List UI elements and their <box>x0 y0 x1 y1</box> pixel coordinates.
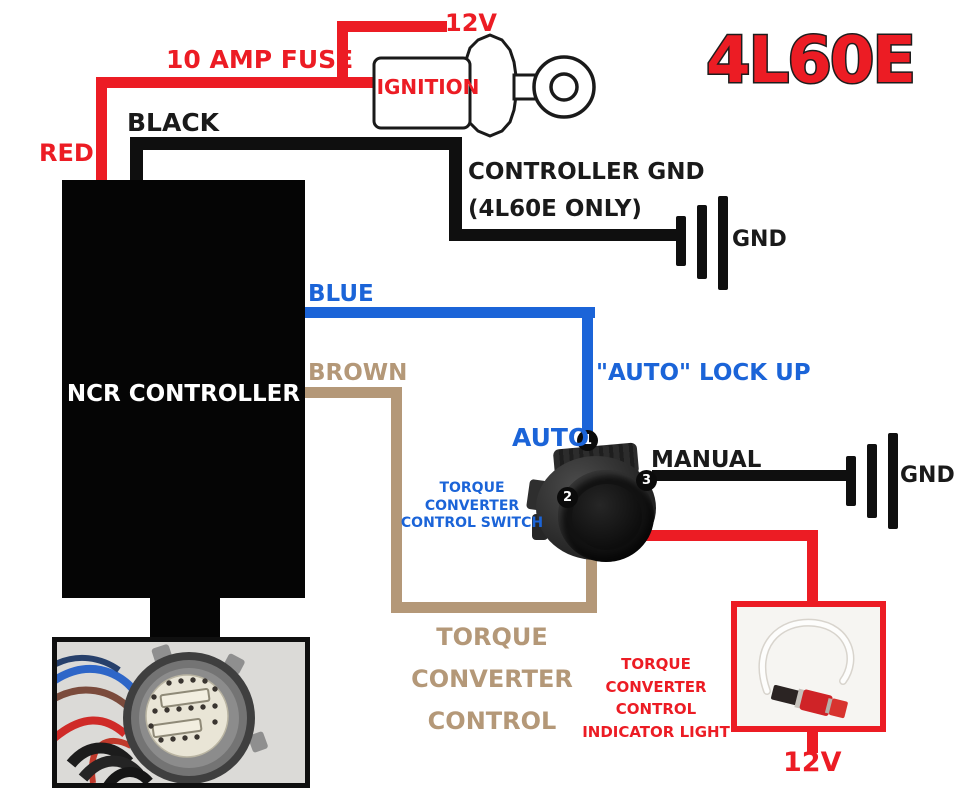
red-wire-indicator-to-12v <box>807 730 818 753</box>
terminal-3-badge: 3 <box>636 470 657 491</box>
label-blue-wire: BLUE <box>308 281 374 307</box>
label-tcc-line2: CONTROL <box>427 707 557 735</box>
indicator-light-illustration <box>758 618 855 719</box>
label-auto: AUTO <box>512 423 590 452</box>
label-switch-line2: CONTROL SWITCH <box>400 515 544 531</box>
label-auto-lockup: "AUTO" LOCK UP <box>596 360 811 386</box>
brown-wire-horizontal <box>303 387 402 398</box>
label-switch: TORQUE CONVERTER CONTROL SWITCH <box>396 480 548 533</box>
transmission-connector-illustration <box>49 642 305 790</box>
label-tcc: TORQUE CONVERTER CONTROL <box>362 616 622 742</box>
brown-wire-up-to-switch <box>586 545 597 605</box>
label-12v-bottom: 12V <box>783 747 842 778</box>
red-wire-vertical-to-controller <box>96 82 107 181</box>
black-wire-down-vertical <box>449 137 462 241</box>
black-wire-top-horizontal <box>130 137 462 150</box>
manual-gnd-symbol-bar3 <box>888 433 898 529</box>
manual-gnd-symbol-bar1 <box>846 456 856 506</box>
label-indicator-line1: TORQUE CONVERTER <box>605 655 707 696</box>
blue-wire-vertical <box>582 307 593 437</box>
label-red-wire: RED <box>39 139 94 167</box>
switch-rocker-face[interactable] <box>572 484 642 550</box>
red-wire-switch-horizontal <box>600 530 818 541</box>
controller-connector-stub <box>150 597 220 638</box>
label-controller-gnd-line2: (4L60E ONLY) <box>468 196 642 222</box>
label-indicator-line3: INDICATOR LIGHT <box>582 722 730 741</box>
manual-wire-horizontal <box>652 470 848 481</box>
label-indicator: TORQUE CONVERTER CONTROL INDICATOR LIGHT <box>580 653 732 743</box>
controller-gnd-symbol-bar3 <box>718 196 728 290</box>
title-4l60e: 4L60E <box>704 24 917 98</box>
terminal-1-badge: 1 <box>577 430 598 451</box>
label-manual: MANUAL <box>651 447 762 473</box>
red-wire-fuse-horizontal <box>96 77 376 88</box>
red-wire-12v-horizontal <box>337 21 447 32</box>
ignition-label: IGNITION <box>376 75 480 99</box>
terminal-2-badge: 2 <box>557 487 578 508</box>
label-gnd-2: GND <box>900 463 955 488</box>
ncr-controller-box <box>62 180 305 598</box>
connector-photo <box>49 637 310 790</box>
red-wire-down-to-indicator <box>807 530 818 605</box>
manual-gnd-symbol-bar2 <box>867 444 877 518</box>
label-black-wire: BLACK <box>127 108 220 137</box>
blue-wire-horizontal <box>303 307 595 318</box>
label-10-amp-fuse: 10 AMP FUSE <box>166 45 354 74</box>
red-wire-12v-vertical <box>337 21 348 83</box>
label-switch-line1: TORQUE CONVERTER <box>424 480 520 514</box>
label-controller-gnd-line1: CONTROLLER GND <box>468 159 705 185</box>
label-indicator-line2: CONTROL <box>615 700 697 718</box>
ignition-key-illustration <box>372 33 596 138</box>
label-brown-wire: BROWN <box>308 360 408 386</box>
black-wire-gnd-horizontal <box>449 229 681 241</box>
brown-wire-vertical-down <box>391 387 402 613</box>
indicator-light-photo <box>731 601 886 732</box>
ncr-controller-label: NCR CONTROLLER <box>66 381 301 407</box>
brown-wire-bottom-horizontal <box>391 602 597 613</box>
label-gnd-1: GND <box>732 227 787 252</box>
label-12v-top: 12V <box>445 9 497 37</box>
controller-gnd-symbol-bar1 <box>676 216 686 266</box>
label-tcc-line1: TORQUE CONVERTER <box>411 623 573 693</box>
controller-gnd-symbol-bar2 <box>697 205 707 279</box>
